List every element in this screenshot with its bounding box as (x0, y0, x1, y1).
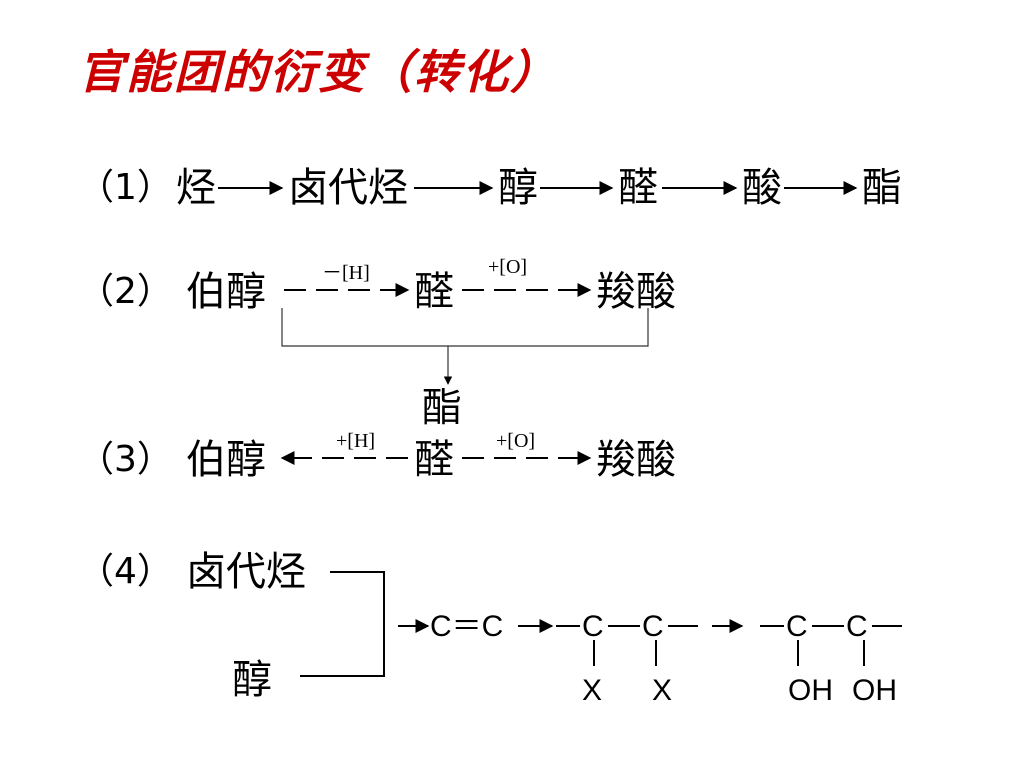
row2-carboxylic-acid: 羧酸 (596, 269, 676, 315)
row4-alcohol: 醇 (232, 657, 272, 703)
page-title: 官能团的衍变（转化） (78, 45, 558, 99)
row2-condition-reduce: －[H] (322, 262, 370, 284)
row1-item-acid: 酸 (742, 165, 782, 211)
row3-label: （3） (78, 439, 173, 480)
row1-item-haloalkane: 卤代烃 (288, 165, 408, 211)
row3-carboxylic-acid: 羧酸 (596, 437, 676, 483)
row4-label: （4） (78, 551, 173, 592)
row3-condition-oxidize: +[O] (496, 430, 536, 452)
row3-aldehyde: 醛 (414, 437, 454, 483)
diol-carbon-2: C (846, 610, 868, 643)
row4-haloalkane: 卤代烃 (186, 549, 306, 595)
row2-ester-product: 酯 (422, 385, 462, 431)
row3-condition-reduce: +[H] (336, 430, 376, 452)
dihalide-halogen-2: X (652, 674, 673, 707)
row2-condition-oxidize: +[O] (488, 256, 528, 278)
diol-hydroxyl-2: OH (852, 674, 897, 707)
row2-primary-alcohol: 伯醇 (186, 269, 266, 315)
row2-esterification-bracket (281, 308, 649, 347)
row1-label: （1） (78, 167, 173, 208)
alkene-formula: C＝C (430, 610, 504, 643)
row2-label: （2） (78, 271, 173, 312)
dihalide-carbon-2: C (642, 610, 664, 643)
row3-primary-alcohol: 伯醇 (186, 437, 266, 483)
row1-item-aldehyde: 醛 (618, 165, 658, 211)
row4-merge-bracket (300, 571, 385, 677)
dihalide-carbon-1: C (582, 610, 604, 643)
row1-item-ester: 酯 (862, 165, 902, 211)
diol-hydroxyl-1: OH (788, 674, 833, 707)
dihalide-halogen-1: X (582, 674, 603, 707)
row1-item-alcohol: 醇 (498, 165, 538, 211)
diol-carbon-1: C (786, 610, 808, 643)
row1-item-hydrocarbon: 烃 (176, 165, 216, 211)
row2-aldehyde: 醛 (414, 269, 454, 315)
